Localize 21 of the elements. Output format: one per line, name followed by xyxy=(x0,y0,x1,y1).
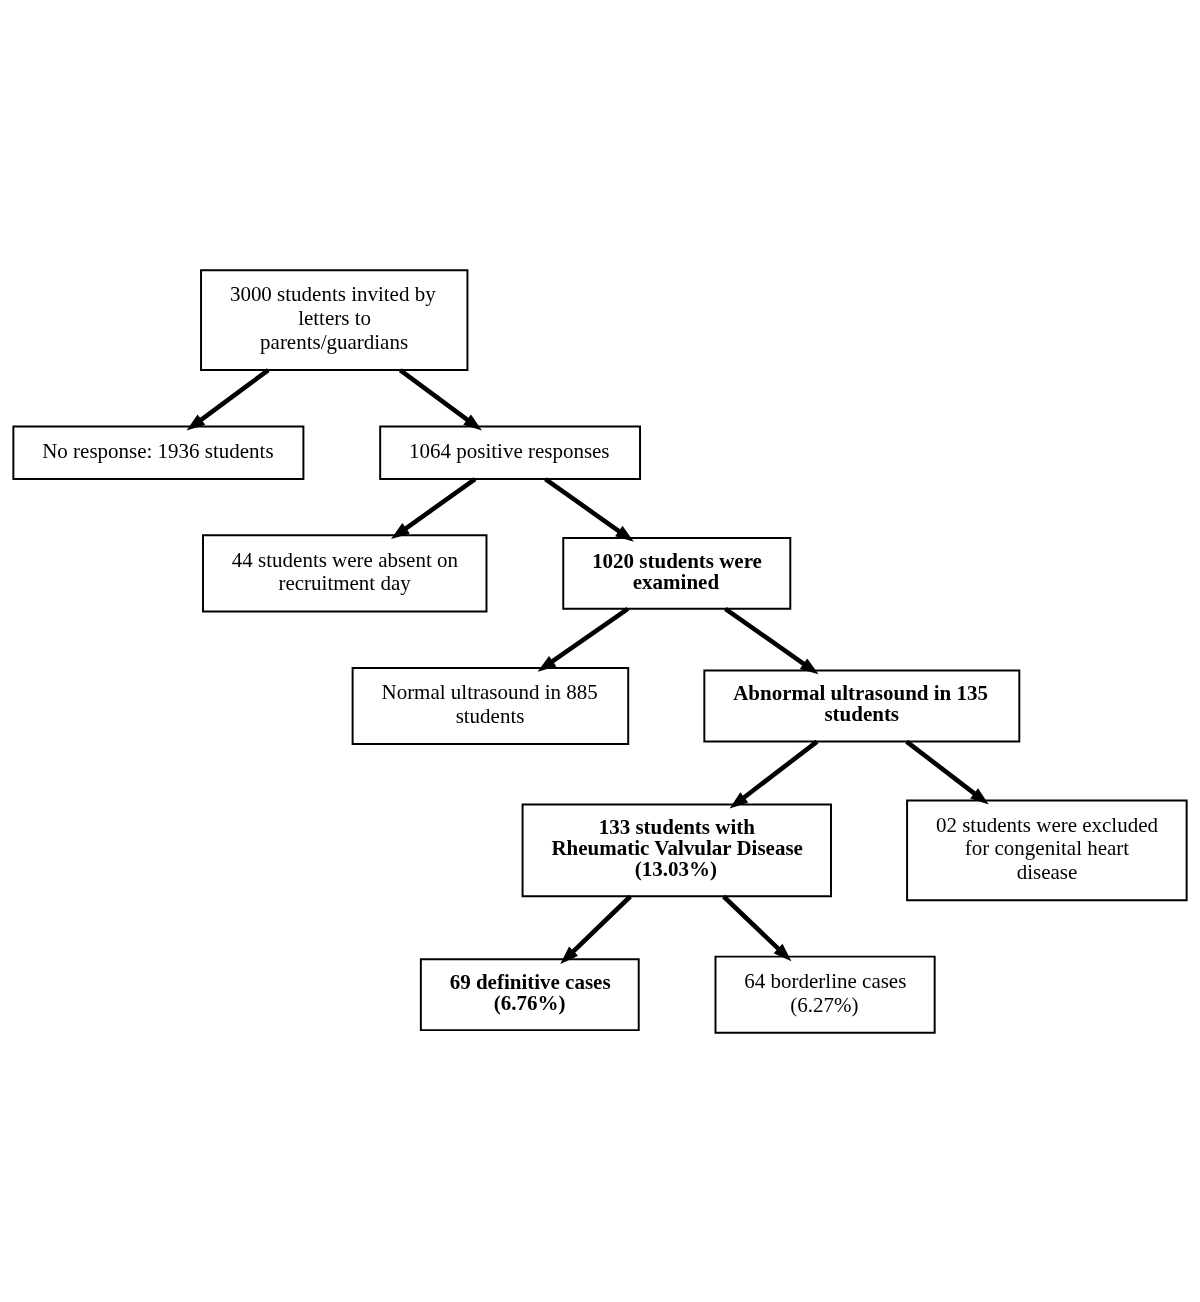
arrow xyxy=(722,894,792,961)
node-box: 133 students with Rheumatic Valvular Disease (13.03%) xyxy=(521,802,832,897)
node-box: No response: 1936 students xyxy=(12,424,305,480)
node-box: Abnormal ultrasound in 135 students xyxy=(703,669,1021,742)
arrow xyxy=(537,606,630,672)
arrow xyxy=(560,894,632,964)
node-box: 44 students were absent on recruitment day xyxy=(202,533,488,612)
node-box: 64 borderline cases (6.27%) xyxy=(714,955,936,1034)
arrow xyxy=(905,739,989,804)
node-box: 02 students were excluded for congenital heart disease xyxy=(906,798,1188,901)
arrow xyxy=(729,739,819,809)
node-box: 3000 students invited by letters to parents/guardians xyxy=(200,268,469,371)
arrow xyxy=(391,476,477,539)
node-box: 69 definitive cases (6.76%) xyxy=(419,957,640,1031)
arrow xyxy=(186,367,270,431)
arrow xyxy=(544,476,634,542)
arrow xyxy=(724,606,819,674)
node-box: 1064 positive responses xyxy=(379,424,641,480)
arrow xyxy=(398,367,482,431)
node-box: 1020 students were examined xyxy=(562,536,792,610)
node-box: Normal ultrasound in 885 students xyxy=(351,666,630,745)
